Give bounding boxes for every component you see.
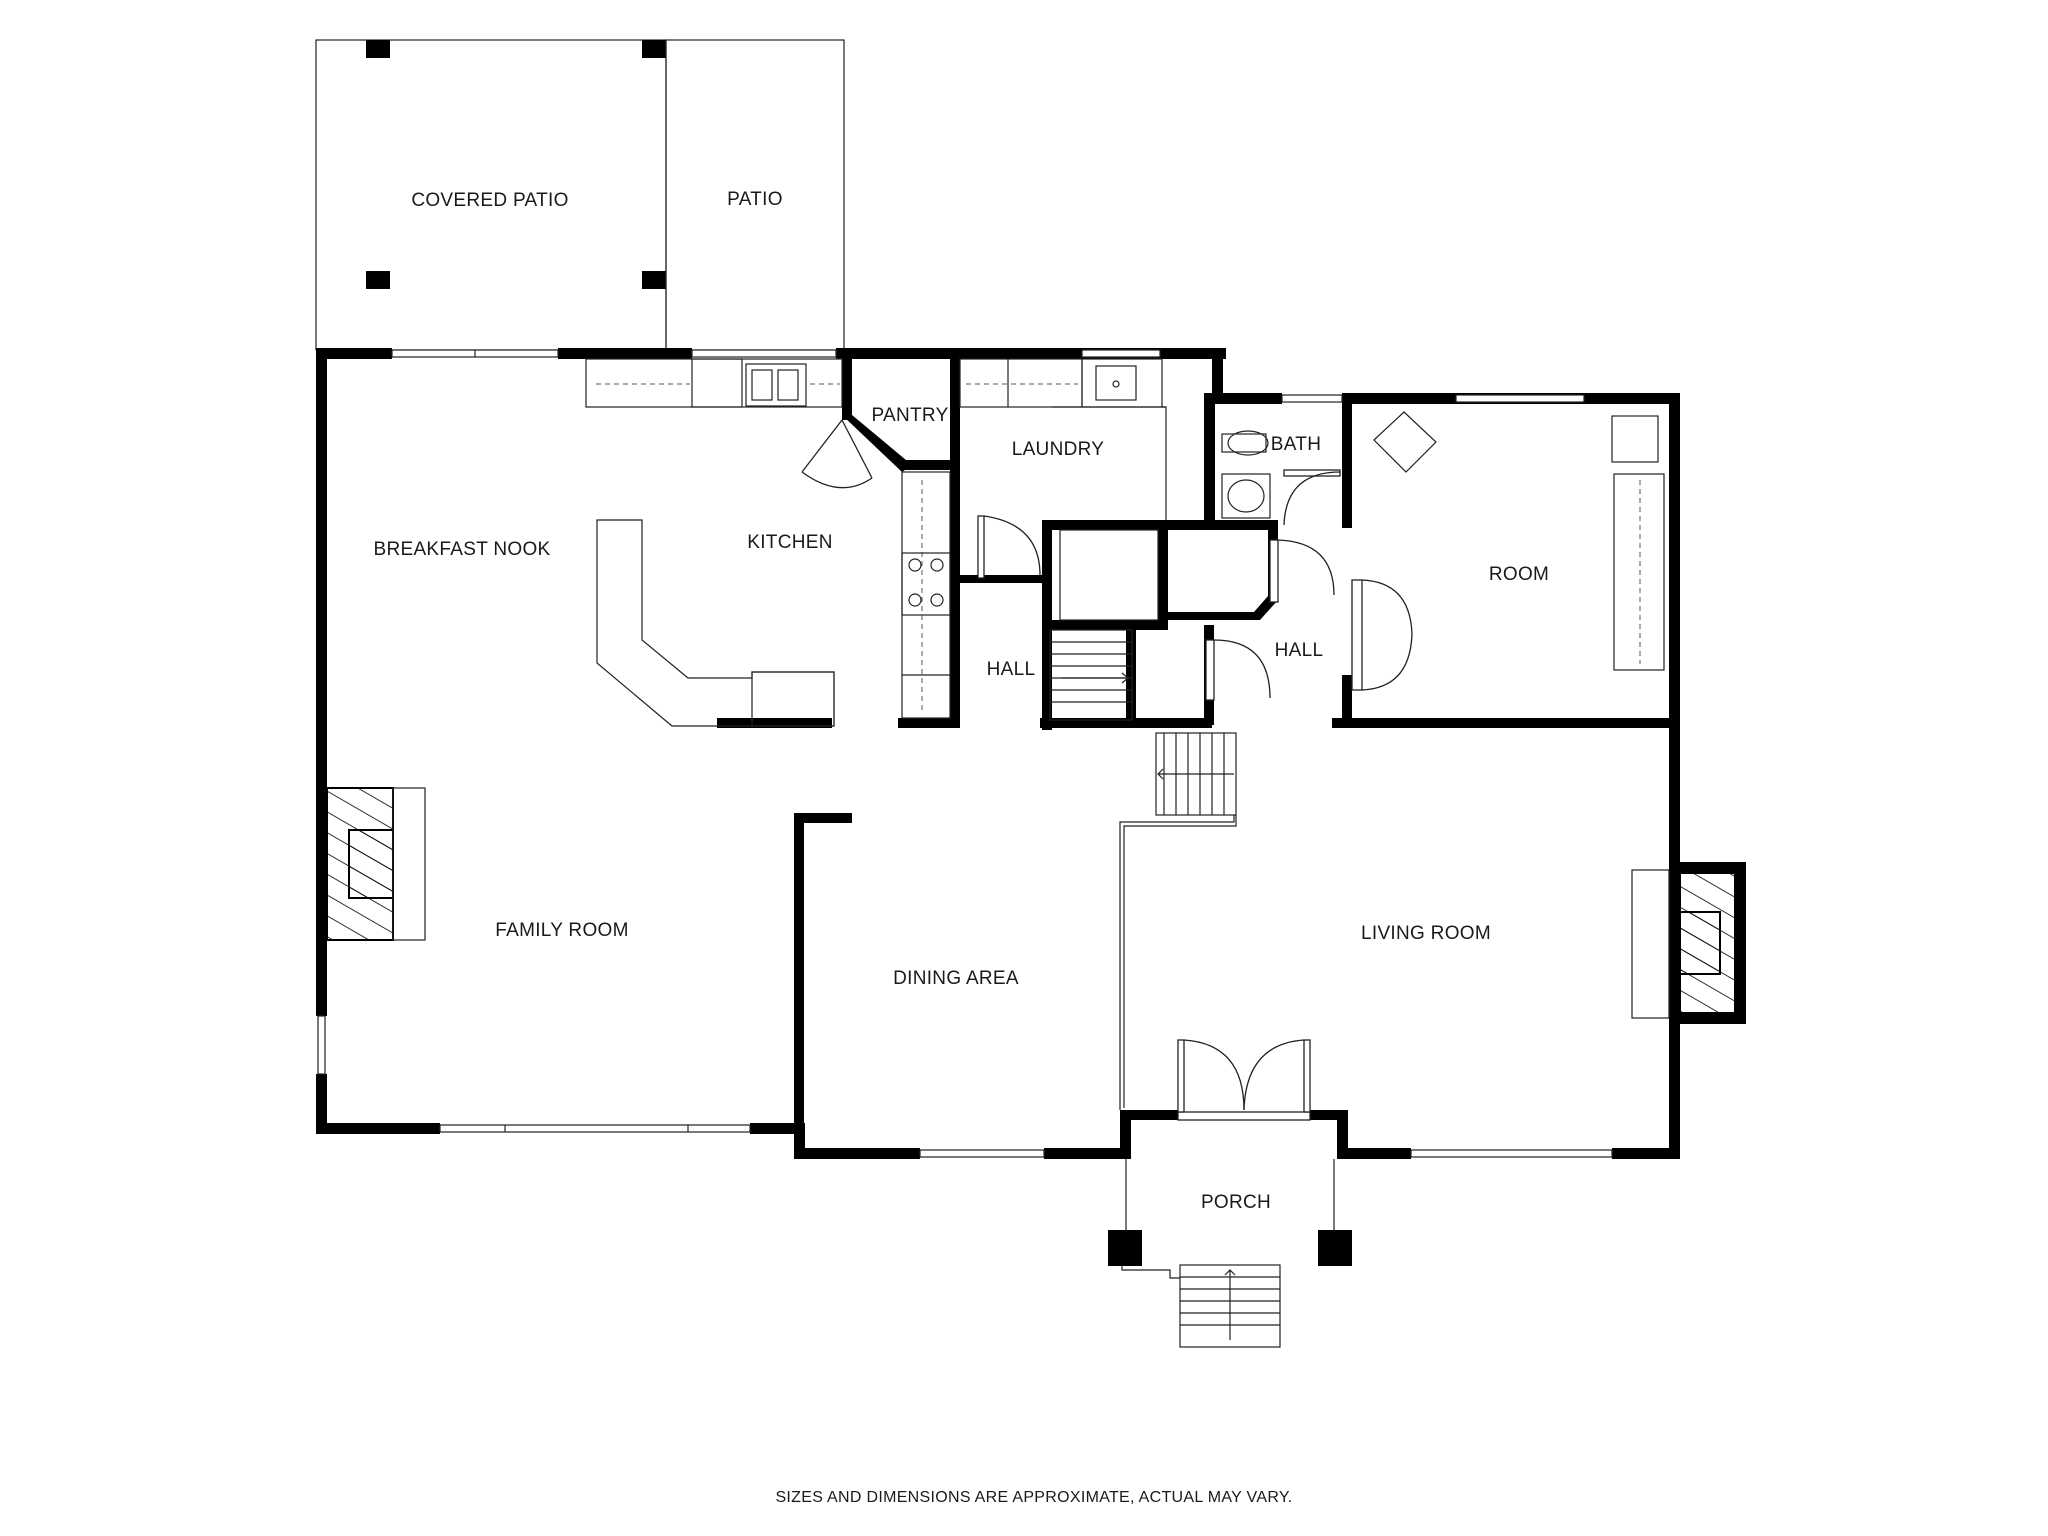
bath-fixtures: [1221, 430, 1271, 519]
kitchen-fixtures: [585, 358, 951, 727]
laundry-label: LAUNDRY: [1012, 439, 1105, 460]
dining-area-label: DINING AREA: [893, 968, 1019, 989]
room-fixtures: [1373, 411, 1665, 671]
hall-left-label: HALL: [987, 659, 1036, 680]
living-room-label: LIVING ROOM: [1361, 923, 1491, 944]
fireplace-living-room: [1631, 869, 1736, 1019]
breakfast-nook-label: BREAKFAST NOOK: [373, 539, 550, 560]
doors: [801, 419, 1413, 1121]
porch: [1108, 1159, 1352, 1266]
interior-walls: [717, 348, 1680, 1128]
stairs-interior: [1049, 529, 1159, 721]
exterior-walls: [316, 348, 1746, 1159]
family-room-label: FAMILY ROOM: [495, 920, 629, 941]
room-label: ROOM: [1489, 564, 1549, 585]
disclaimer-text: SIZES AND DIMENSIONS ARE APPROXIMATE, AC…: [775, 1489, 1292, 1506]
fireplace-family-room: [326, 787, 426, 941]
laundry-fixtures: [959, 358, 1167, 520]
stairs-porch: [1121, 1244, 1281, 1348]
kitchen-label: KITCHEN: [747, 532, 833, 553]
windows: [317, 349, 1613, 1158]
bath-label: BATH: [1271, 434, 1321, 455]
patio-label: PATIO: [727, 189, 783, 210]
pantry-label: PANTRY: [871, 405, 948, 426]
covered-patio-label: COVERED PATIO: [411, 190, 568, 211]
stairs-down: [1119, 732, 1237, 1110]
hall-right-label: HALL: [1275, 640, 1324, 661]
porch-label: PORCH: [1201, 1192, 1271, 1213]
